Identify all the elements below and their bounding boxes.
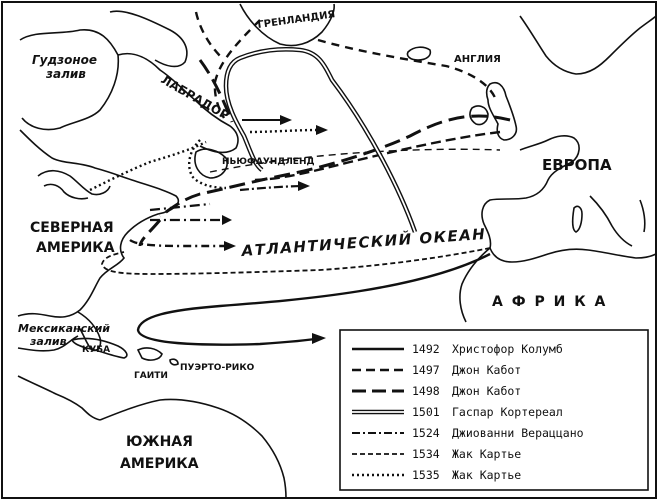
legend-name-1497: Джон Кабот bbox=[452, 363, 521, 377]
legend-year-1534: 1534 bbox=[412, 447, 440, 461]
label-hudson-bay-2: залив bbox=[45, 67, 86, 81]
great-britain bbox=[485, 81, 518, 141]
route-1498-coastal bbox=[138, 59, 234, 247]
route-1535-cartier bbox=[89, 140, 207, 192]
route-1492-columbus bbox=[136, 252, 491, 346]
label-cuba: КУБА bbox=[82, 345, 110, 355]
route-1534-cartier bbox=[101, 247, 491, 275]
label-england: АНГЛИЯ bbox=[454, 54, 501, 65]
label-africa: А Ф Р И К А bbox=[492, 294, 607, 310]
greenland-coast bbox=[239, 3, 335, 47]
scandinavia-coast bbox=[519, 15, 657, 75]
legend-year-1492: 1492 bbox=[412, 342, 440, 356]
legend-name-1492: Христофор Колумб bbox=[452, 342, 563, 356]
route-greenland bbox=[317, 38, 498, 101]
haiti-island bbox=[136, 347, 163, 361]
legend-name-1501: Гаспар Кортереал bbox=[452, 405, 563, 419]
baffin-coast bbox=[109, 10, 188, 68]
route-1524-arrow-2 bbox=[222, 215, 232, 225]
ireland bbox=[469, 105, 489, 126]
route-1497-return bbox=[209, 148, 501, 173]
legend-year-1535: 1535 bbox=[412, 468, 440, 482]
iceland bbox=[406, 46, 432, 61]
south-america-coast bbox=[99, 398, 287, 499]
label-hudson-bay-1: Гудзоное bbox=[32, 53, 97, 67]
route-1498-cabot bbox=[159, 114, 511, 218]
route-1497-cabot bbox=[249, 130, 501, 182]
label-gulf-mexico-2: залив bbox=[29, 335, 67, 348]
legend-year-1497: 1497 bbox=[412, 363, 440, 377]
africa-coast bbox=[489, 247, 657, 263]
cuba-island bbox=[70, 337, 128, 359]
label-europe: ЕВРОПА bbox=[542, 156, 612, 174]
route-1535-to-east bbox=[249, 128, 319, 134]
great-lakes bbox=[37, 169, 111, 200]
hudson-bay-coast bbox=[19, 29, 120, 131]
labrador-coast bbox=[117, 52, 239, 154]
africa-west-coast bbox=[459, 247, 491, 323]
central-america-coast bbox=[17, 375, 101, 421]
route-1501-corte-real-inner bbox=[225, 48, 416, 233]
route-1524-coastal bbox=[129, 238, 232, 248]
europe-coast bbox=[481, 135, 580, 249]
label-south-america-2: АМЕРИКА bbox=[120, 456, 199, 472]
label-north-america-2: АМЕРИКА bbox=[36, 240, 115, 256]
legend-year-1524: 1524 bbox=[412, 426, 440, 440]
legend-year-1501: 1501 bbox=[412, 405, 440, 419]
label-puerto-rico: ПУЭРТО-РИКО bbox=[180, 363, 255, 373]
legend-name-1524: Джиованни Вераццано bbox=[452, 426, 584, 440]
route-greenland-loop bbox=[213, 19, 261, 119]
route-1534-arrow bbox=[298, 181, 310, 191]
mediterranean-islands bbox=[571, 205, 583, 233]
route-arrow-upper-head bbox=[280, 115, 292, 125]
newfoundland-coast bbox=[194, 148, 228, 179]
legend-name-1498: Джон Кабот bbox=[452, 384, 521, 398]
label-gulf-mexico-1: Мексиканский bbox=[18, 322, 110, 335]
route-1492-arrow bbox=[312, 333, 326, 344]
coastlines bbox=[17, 3, 657, 499]
legend-year-1498: 1498 bbox=[412, 384, 440, 398]
legend-name-1535: Жак Картье bbox=[452, 468, 521, 482]
route-1535-loop bbox=[188, 139, 227, 190]
route-1535-arrow bbox=[316, 125, 328, 135]
routes bbox=[89, 11, 511, 346]
route-1524-verrazzano bbox=[149, 202, 220, 222]
route-1534-cartier-2 bbox=[239, 184, 307, 192]
puerto-rico-island bbox=[169, 358, 179, 366]
italy-coast bbox=[589, 195, 646, 247]
label-south-america-1: ЮЖНАЯ bbox=[126, 434, 193, 450]
label-newfoundland: НЬЮФАУНДЛЕНД bbox=[222, 157, 315, 167]
na-east-coast bbox=[17, 129, 180, 318]
legend-name-1534: Жак Картье bbox=[452, 447, 521, 461]
legend: 1492 Христофор Колумб 1497 Джон Кабот 14… bbox=[339, 329, 649, 491]
label-north-america-1: СЕВЕРНАЯ bbox=[30, 220, 114, 236]
route-greenland-top bbox=[194, 11, 223, 59]
label-haiti: ГАИТИ bbox=[134, 371, 168, 381]
route-1524-arrow bbox=[224, 241, 236, 251]
